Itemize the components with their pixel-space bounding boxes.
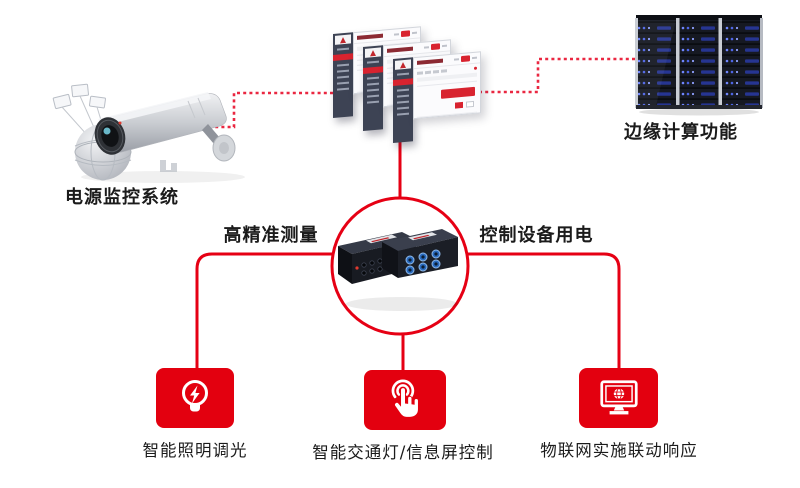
feature-label-iot: 物联网实施联动响应 [540,441,698,460]
feature-tile-traffic [364,370,446,430]
window-confirm-button [455,101,463,109]
device-right-box [382,229,458,278]
photo-cards-icon [52,83,106,137]
control-power-label: 控制设备用电 [479,225,594,246]
feature-label-lighting: 智能照明调光 [142,441,248,460]
solid-connector-lighting [195,252,334,369]
platform-window-front [393,51,481,143]
camera-label: 电源监控系统 [65,187,179,208]
feature-label-traffic: 智能交通灯/信息屏控制 [312,443,494,462]
dashed-connector-servers [479,57,637,94]
window-content [413,51,481,120]
monitor-globe-icon [599,380,638,415]
feature-tile-lighting [156,368,234,428]
window-sidebar [393,57,413,143]
window-sidebar [333,32,353,118]
camera-illustration [48,74,263,190]
window-sidebar [363,45,383,131]
high-precision-label: 高精准测量 [223,225,319,246]
feature-tile-iot [579,368,658,428]
window-logo [395,59,411,70]
window-primary-button [441,86,475,99]
bulb-icon [182,380,208,412]
touch-icon [391,379,419,418]
solid-connector-iot [466,252,621,369]
server-rack-illustration [634,12,764,120]
platform-windows [330,26,520,161]
window-cancel-button [466,100,474,108]
window-logo [335,34,351,45]
window-logo [365,47,381,58]
cctv-camera-icon [94,92,236,162]
controller-device-illustration [330,216,470,320]
servers-label: 边缘计算功能 [624,122,738,143]
